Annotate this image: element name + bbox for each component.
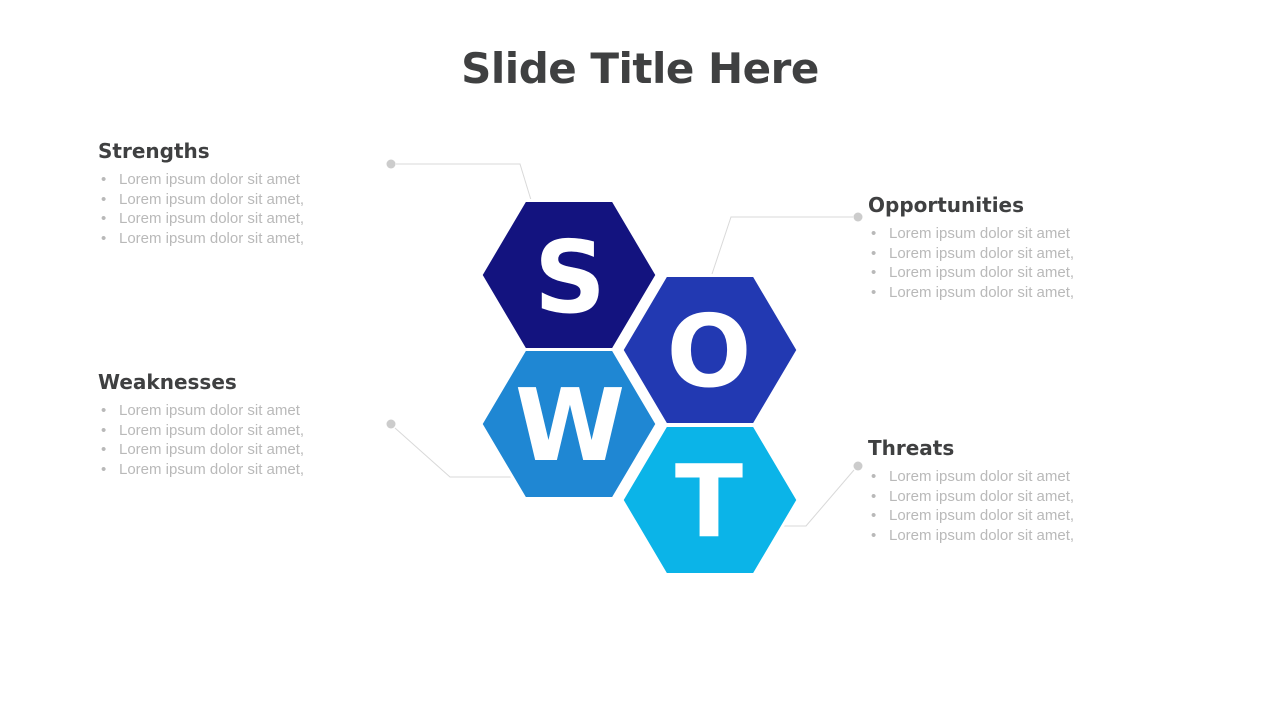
- list-item: Lorem ipsum dolor sit amet,: [98, 209, 358, 229]
- list-item: Lorem ipsum dolor sit amet,: [868, 506, 1128, 526]
- list-item: Lorem ipsum dolor sit amet,: [868, 487, 1128, 507]
- list-item: Lorem ipsum dolor sit amet,: [868, 263, 1128, 283]
- opportunities-connector-line: [711, 216, 853, 275]
- strengths-letter: S: [533, 219, 607, 336]
- list-item: Lorem ipsum dolor sit amet,: [98, 229, 358, 249]
- opportunities-heading: Opportunities: [868, 193, 1025, 217]
- strengths-bullet-list: Lorem ipsum dolor sit amet Lorem ipsum d…: [98, 170, 358, 248]
- threats-letter: T: [674, 443, 744, 560]
- list-item: Lorem ipsum dolor sit amet,: [868, 283, 1128, 303]
- list-item: Lorem ipsum dolor sit amet: [98, 401, 358, 421]
- list-item: Lorem ipsum dolor sit amet: [98, 170, 358, 190]
- list-item: Lorem ipsum dolor sit amet: [868, 467, 1128, 487]
- threats-hexagon: [620, 424, 800, 576]
- threats-section: Threats Lorem ipsum dolor sit amet Lorem…: [868, 436, 1128, 545]
- list-item: Lorem ipsum dolor sit amet,: [98, 190, 358, 210]
- opportunities-bullet-list: Lorem ipsum dolor sit amet Lorem ipsum d…: [868, 224, 1128, 302]
- weaknesses-section: Weaknesses Lorem ipsum dolor sit amet Lo…: [98, 370, 358, 479]
- list-item: Lorem ipsum dolor sit amet,: [868, 244, 1128, 264]
- list-item: Lorem ipsum dolor sit amet,: [98, 440, 358, 460]
- weaknesses-bullet-list: Lorem ipsum dolor sit amet Lorem ipsum d…: [98, 401, 358, 479]
- weaknesses-heading: Weaknesses: [98, 370, 237, 394]
- strengths-connector-line: [396, 163, 532, 201]
- threats-bullet-list: Lorem ipsum dolor sit amet Lorem ipsum d…: [868, 467, 1128, 545]
- threats-heading: Threats: [868, 436, 955, 460]
- list-item: Lorem ipsum dolor sit amet,: [98, 460, 358, 480]
- slide-title: Slide Title Here: [461, 44, 819, 93]
- strengths-heading: Strengths: [98, 139, 210, 163]
- opportunities-connector-dot: [853, 212, 863, 222]
- list-item: Lorem ipsum dolor sit amet: [868, 224, 1128, 244]
- weaknesses-connector-line: [394, 427, 513, 478]
- threats-connector-line: [783, 469, 855, 527]
- weaknesses-connector-dot: [386, 419, 396, 429]
- weaknesses-letter: W: [514, 367, 626, 484]
- threats-connector-dot: [853, 461, 863, 471]
- opportunities-section: Opportunities Lorem ipsum dolor sit amet…: [868, 193, 1128, 302]
- opportunities-letter: O: [666, 293, 752, 410]
- strengths-connector-dot: [386, 159, 396, 169]
- strengths-section: Strengths Lorem ipsum dolor sit amet Lor…: [98, 139, 358, 248]
- list-item: Lorem ipsum dolor sit amet,: [98, 421, 358, 441]
- list-item: Lorem ipsum dolor sit amet,: [868, 526, 1128, 546]
- weaknesses-hexagon: [479, 348, 659, 500]
